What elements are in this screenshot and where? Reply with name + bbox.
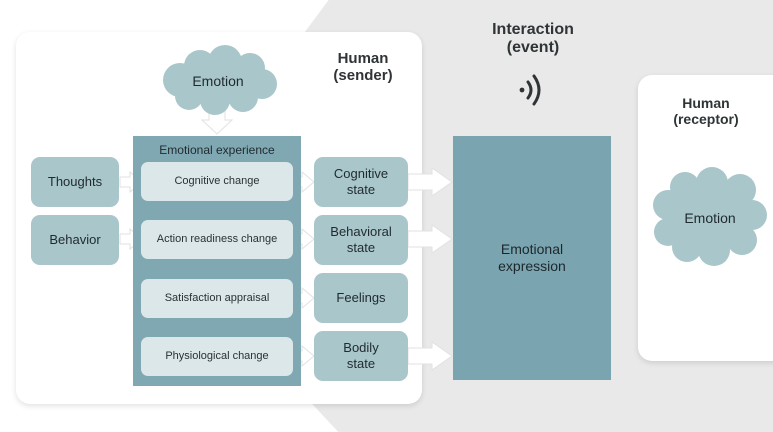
emotional-experience-title: Emotional experience xyxy=(159,143,275,157)
sender-emotion-label: Emotion xyxy=(192,73,244,89)
receptor-emotion-label: Emotion xyxy=(684,210,736,226)
state-cognitive: Cognitive state xyxy=(314,157,408,207)
signal-icon xyxy=(519,74,541,106)
state-feelings: Feelings xyxy=(314,273,408,323)
experience-item-action-readiness-change: Action readiness change xyxy=(141,220,293,259)
thoughts-box: Thoughts xyxy=(31,157,119,207)
experience-item-physiological-change: Physiological change xyxy=(141,337,293,376)
sender-heading: Human (sender) xyxy=(333,50,393,85)
behavior-box: Behavior xyxy=(31,215,119,265)
emotional-expression-box: Emotional expression xyxy=(453,136,611,380)
experience-item-satisfaction-appraisal: Satisfaction appraisal xyxy=(141,279,293,318)
experience-item-cognitive-change: Cognitive change xyxy=(141,162,293,201)
state-behavioral: Behavioral state xyxy=(314,215,408,265)
interaction-heading: Interaction (event) xyxy=(492,21,574,57)
state-bodily: Bodily state xyxy=(314,331,408,381)
receptor-heading: Human (receptor) xyxy=(673,95,739,128)
